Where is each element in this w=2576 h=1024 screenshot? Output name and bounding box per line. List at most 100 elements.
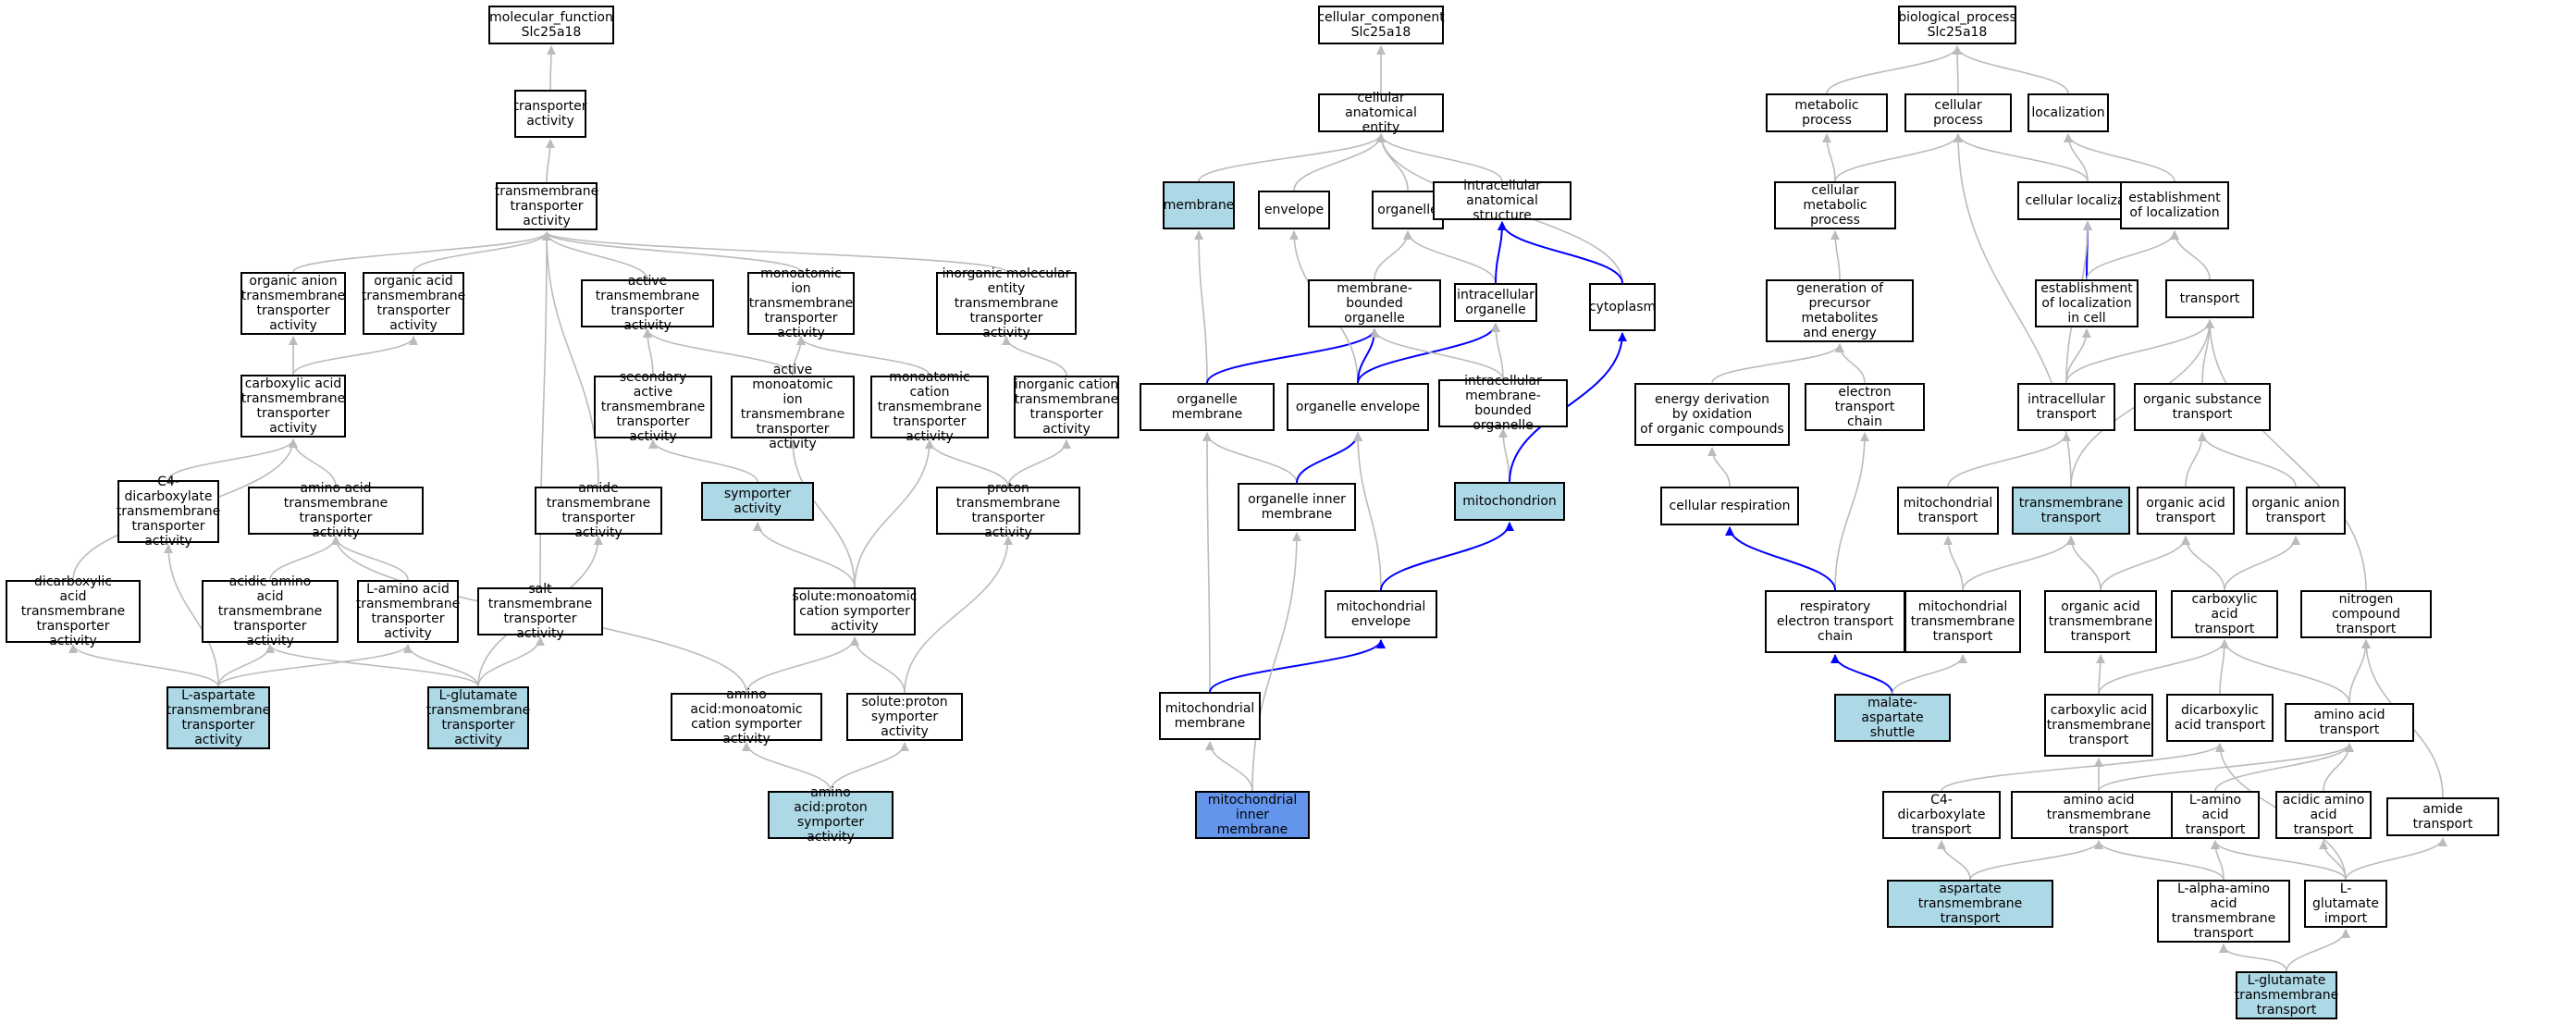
go-term-tmt[interactable]: transmembrane transport (2012, 487, 2130, 535)
go-term-mas[interactable]: malate-aspartate shuttle (1834, 694, 1951, 742)
go-term-oat[interactable]: organic acid transport (2137, 487, 2235, 535)
go-term-mim[interactable]: mitochondrial inner membrane (1195, 791, 1310, 839)
go-term-imbo[interactable]: intracellular membrane-bounded organelle (1438, 374, 1568, 433)
edge-mbo-to-org (1374, 230, 1412, 280)
go-term-oim[interactable]: organelle inner membrane (1238, 483, 1356, 531)
go-term-cr[interactable]: cellular respiration (1660, 487, 1799, 525)
edge-sya-to-sata (648, 439, 758, 483)
edge-laspta-to-dcta (68, 644, 219, 687)
go-term-cat[interactable]: carboxylic acid transport (2171, 590, 2278, 638)
go-term-menv[interactable]: mitochondrial envelope (1325, 590, 1437, 638)
go-term-oatta[interactable]: organic anion transmembrane transporter … (240, 272, 346, 335)
edge-loc-to-bp (1953, 45, 2069, 94)
go-term-oacta[interactable]: organic acid transmembrane transporter a… (361, 272, 466, 335)
go-term-org[interactable]: organelle (1372, 191, 1444, 229)
edge-aat-to-cat (2220, 639, 2350, 704)
edge-cmp-to-celp (1834, 133, 1963, 182)
go-term-cmp[interactable]: cellular metabolic process (1774, 181, 1896, 229)
go-term-ptta[interactable]: proton transmembrane transporter activit… (936, 481, 1080, 540)
go-term-smcsa[interactable]: solute:monoatomic cation symporter activ… (792, 587, 918, 635)
go-term-eloc[interactable]: establishment of localization (2120, 181, 2229, 229)
edge-asptmt-to-c4t (1937, 840, 1971, 881)
edge-imeta-to-tmta (542, 231, 1007, 273)
go-term-ias[interactable]: intracellular anatomical structure (1433, 179, 1571, 223)
edge-oant-to-ost (2198, 432, 2297, 487)
go-term-nct[interactable]: nitrogen compound transport (2300, 590, 2432, 638)
go-term-cae[interactable]: cellular anatomical entity (1318, 91, 1444, 135)
go-term-mita[interactable]: monoatomic ion transmembrane transporter… (747, 266, 855, 340)
edge-smcsa-to-amita (788, 439, 856, 588)
go-term-om[interactable]: organelle membrane (1140, 383, 1275, 431)
go-term-dcta[interactable]: dicarboxylic acid transmembrane transpor… (6, 574, 141, 648)
go-term-io[interactable]: intracellular organelle (1454, 283, 1537, 322)
go-term-mbo[interactable]: membrane-bounded organelle (1308, 279, 1441, 327)
go-term-tmta[interactable]: transmembrane transporter activity (494, 182, 599, 230)
go-term-etc[interactable]: electron transport chain (1805, 383, 1925, 431)
go-term-mmem[interactable]: mitochondrial membrane (1159, 692, 1261, 740)
go-term-aapsa[interactable]: amino acid:proton symporter activity (768, 785, 894, 845)
edge-etc-to-gpme (1835, 343, 1866, 384)
go-term-tr[interactable]: transport (2165, 279, 2254, 318)
go-term-mem[interactable]: membrane (1163, 181, 1235, 229)
go-term-mtmt[interactable]: mitochondrial transmembrane transport (1904, 590, 2021, 653)
go-term-gpme[interactable]: generation of precursor metabolites and … (1766, 279, 1914, 342)
go-term-mcta[interactable]: monoatomic cation transmembrane transpor… (870, 370, 989, 444)
go-term-lglui[interactable]: L-glutamate import (2304, 880, 2387, 928)
edge-oim-to-om (1202, 432, 1298, 484)
go-term-amt[interactable]: amide transport (2386, 797, 2499, 836)
go-term-aat[interactable]: amino acid transport (2285, 703, 2414, 742)
go-term-ta[interactable]: transporter activity (513, 90, 587, 138)
edge-metp-to-bp (1826, 45, 1962, 94)
go-term-spsa[interactable]: solute:proton symporter activity (846, 693, 963, 741)
go-term-sya[interactable]: symporter activity (701, 482, 814, 521)
go-term-catmt[interactable]: carboxylic acid transmembrane transport (2044, 694, 2153, 757)
go-term-dcat[interactable]: dicarboxylic acid transport (2166, 694, 2274, 742)
go-term-loc[interactable]: localization (2028, 93, 2109, 132)
go-term-atta[interactable]: active transmembrane transporter activit… (581, 274, 714, 333)
go-term-itr[interactable]: intracellular transport (2017, 383, 2115, 431)
go-term-elc[interactable]: establishment of localization in cell (2035, 279, 2138, 327)
go-term-oant[interactable]: organic anion transport (2246, 487, 2346, 535)
go-term-laatmt[interactable]: L-alpha-amino acid transmembrane transpo… (2157, 880, 2290, 943)
go-term-imeta[interactable]: inorganic molecular entity transmembrane… (936, 266, 1077, 340)
edge-org-to-cae (1376, 133, 1409, 191)
go-term-laat[interactable]: L-amino acid transport (2171, 791, 2260, 839)
edge-asptmt-to-aatmt (1969, 840, 2103, 881)
go-term-cc[interactable]: cellular_component Slc25a18 (1317, 6, 1445, 44)
go-term-retc[interactable]: respiratory electron transport chain (1765, 590, 1905, 653)
go-term-metp[interactable]: metabolic process (1766, 93, 1888, 132)
go-term-stta[interactable]: salt transmembrane transporter activity (477, 582, 603, 641)
go-term-oatmt[interactable]: organic acid transmembrane transport (2044, 590, 2157, 653)
go-term-aata[interactable]: amino acid transmembrane transporter act… (248, 481, 424, 540)
edge-ptta-to-icta (1007, 439, 1071, 487)
edge-acaat-to-aat (2323, 743, 2354, 792)
go-term-laspta[interactable]: L-aspartate transmembrane transporter ac… (166, 686, 271, 749)
edge-lglui-to-amt (2345, 837, 2447, 881)
go-term-mf[interactable]: molecular_function Slc25a18 (488, 6, 614, 44)
go-term-ost[interactable]: organic substance transport (2134, 383, 2271, 431)
go-term-lglutmt[interactable]: L-glutamate transmembrane transport (2234, 971, 2339, 1019)
go-term-icta[interactable]: inorganic cation transmembrane transport… (1014, 376, 1119, 438)
go-term-asptmt[interactable]: aspartate transmembrane transport (1887, 880, 2053, 928)
go-term-sata[interactable]: secondary active transmembrane transport… (594, 370, 712, 444)
go-term-oe[interactable]: organelle envelope (1287, 383, 1429, 431)
go-term-edo[interactable]: energy derivation by oxidation of organi… (1634, 383, 1790, 446)
go-term-aatmt[interactable]: amino acid transmembrane transport (2011, 791, 2187, 839)
go-term-laata[interactable]: L-amino acid transmembrane transporter a… (355, 580, 461, 643)
go-term-c4ta[interactable]: C4-dicarboxylate transmembrane transport… (116, 475, 221, 549)
go-term-acaata[interactable]: acidic amino acid transmembrane transpor… (202, 574, 339, 648)
go-term-aamcsa[interactable]: amino acid:monoatomic cation symporter a… (671, 687, 822, 746)
go-term-mtr[interactable]: mitochondrial transport (1897, 487, 1999, 535)
go-term-amta[interactable]: amide transmembrane transporter activity (535, 481, 662, 540)
go-term-cyt[interactable]: cytoplasm (1589, 283, 1656, 331)
go-term-celp[interactable]: cellular process (1904, 93, 2012, 132)
go-term-acaat[interactable]: acidic amino acid transport (2275, 791, 2372, 839)
go-term-env[interactable]: envelope (1258, 191, 1330, 229)
go-term-bp[interactable]: biological_process Slc25a18 (1898, 6, 2016, 44)
go-term-mito[interactable]: mitochondrion (1454, 482, 1565, 521)
go-term-c4t[interactable]: C4-dicarboxylate transport (1882, 791, 2001, 839)
go-term-amita[interactable]: active monoatomic ion transmembrane tran… (731, 363, 855, 451)
go-term-lgluta[interactable]: L-glutamate transmembrane transporter ac… (425, 686, 531, 749)
go-term-cata[interactable]: carboxylic acid transmembrane transporte… (240, 375, 346, 438)
